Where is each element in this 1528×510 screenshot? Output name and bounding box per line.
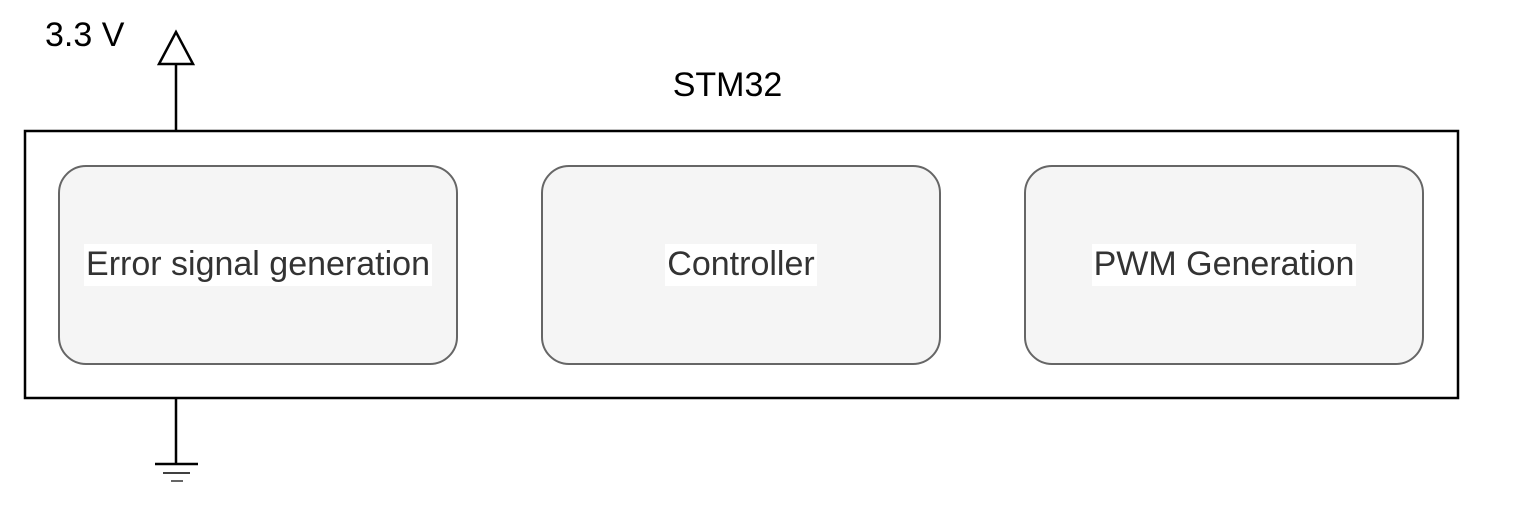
block-label: Controller	[665, 244, 817, 286]
stm32-label: STM32	[672, 66, 783, 104]
error-signal-generation-block: Error signal generation	[58, 165, 458, 365]
controller-block: Controller	[541, 165, 941, 365]
supply-arrow-icon	[156, 29, 196, 66]
supply-voltage-label: 3.3 V	[45, 16, 125, 54]
block-label: Error signal generation	[84, 244, 432, 286]
pwm-generation-block: PWM Generation	[1024, 165, 1424, 365]
block-label: PWM Generation	[1091, 244, 1357, 286]
ground-icon	[155, 462, 198, 482]
